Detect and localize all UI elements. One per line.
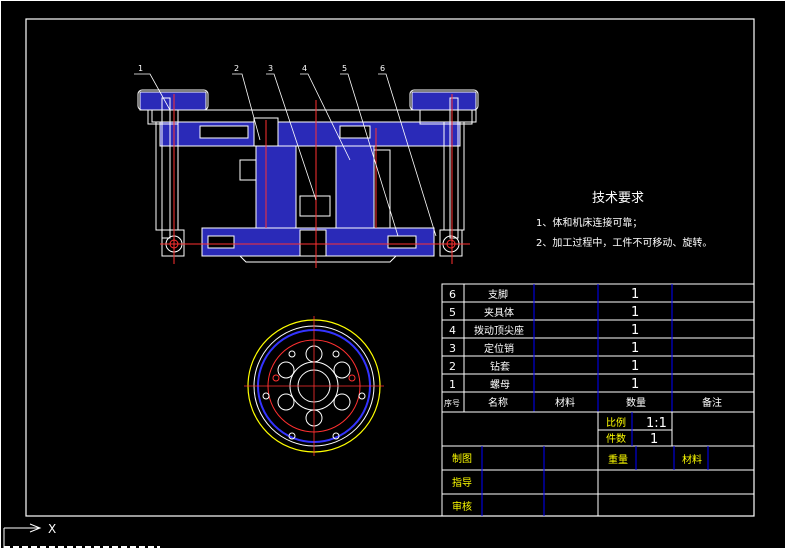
row-index: 1 bbox=[449, 378, 456, 391]
row-index: 5 bbox=[449, 306, 456, 319]
row-quantity: 1 bbox=[631, 359, 639, 374]
row-name: 支脚 bbox=[488, 288, 508, 301]
scale-value: 1:1 bbox=[646, 416, 667, 431]
ucs-icon bbox=[3, 523, 42, 549]
tech-requirements: 技术要求 1、体和机床连接可靠； 2、加工过程中，工件不可移动、旋转。 bbox=[536, 191, 712, 249]
tech-requirement-2: 2、加工过程中，工件不可移动、旋转。 bbox=[536, 236, 712, 249]
ucs-x-label: X bbox=[48, 522, 56, 536]
balloon-2: 2 bbox=[234, 64, 239, 73]
row-name: 拨动顶尖座 bbox=[474, 324, 524, 337]
drawn-label: 制图 bbox=[452, 452, 472, 465]
row-name: 夹具体 bbox=[484, 306, 514, 319]
tech-requirements-title: 技术要求 bbox=[592, 191, 644, 206]
balloon-5: 5 bbox=[342, 64, 347, 73]
count-value: 1 bbox=[650, 432, 658, 447]
row-quantity: 1 bbox=[631, 377, 639, 392]
scale-label: 比例 bbox=[606, 416, 626, 429]
balloon-4: 4 bbox=[302, 64, 307, 73]
tech-requirement-1: 1、体和机床连接可靠； bbox=[536, 216, 642, 229]
row-index: 2 bbox=[449, 360, 456, 373]
row-index: 4 bbox=[449, 324, 456, 337]
title-block: 比例 1:1 件数 1 重量 材料 制图 指导 审核 bbox=[441, 411, 755, 517]
drawing-frame bbox=[25, 18, 755, 517]
parts-row: 2 钻套 1 bbox=[449, 359, 639, 374]
count-label: 件数 bbox=[606, 432, 626, 445]
parts-list-table: 6 支脚 1 5 夹具体 1 4 拨动顶尖座 1 3 定位销 1 2 钻套 1 … bbox=[441, 283, 755, 413]
parts-row: 5 夹具体 1 bbox=[449, 305, 639, 320]
row-name: 定位销 bbox=[484, 342, 514, 355]
balloon-1: 1 bbox=[138, 64, 143, 73]
parts-list-header: 序号 名称 材料 数量 备注 bbox=[444, 396, 722, 409]
header-index: 序号 bbox=[444, 398, 460, 408]
row-name: 钻套 bbox=[490, 360, 510, 373]
section-view bbox=[137, 89, 479, 268]
balloon-3: 3 bbox=[268, 64, 273, 73]
row-index: 6 bbox=[449, 288, 456, 301]
leader-lines bbox=[134, 73, 437, 237]
balloon-labels: 1 2 3 4 5 6 bbox=[138, 64, 385, 73]
parts-row: 3 定位销 1 bbox=[449, 341, 639, 356]
row-quantity: 1 bbox=[631, 323, 639, 338]
guide-label: 指导 bbox=[452, 476, 472, 489]
parts-row: 6 支脚 1 bbox=[449, 287, 639, 302]
nut-tops bbox=[137, 89, 479, 125]
center-lines bbox=[160, 94, 470, 268]
material-label: 材料 bbox=[682, 453, 702, 466]
top-plate bbox=[139, 91, 477, 147]
row-quantity: 1 bbox=[631, 341, 639, 356]
header-quantity: 数量 bbox=[626, 396, 646, 409]
base-plate bbox=[201, 227, 435, 263]
header-name: 名称 bbox=[488, 396, 508, 409]
row-quantity: 1 bbox=[631, 305, 639, 320]
header-remarks: 备注 bbox=[702, 396, 722, 409]
plan-view bbox=[244, 316, 384, 456]
row-name: 螺母 bbox=[490, 379, 510, 391]
balloon-6: 6 bbox=[380, 64, 385, 73]
parts-row: 4 拨动顶尖座 1 bbox=[449, 323, 639, 338]
weight-label: 重量 bbox=[608, 453, 628, 466]
review-label: 审核 bbox=[452, 500, 472, 513]
row-index: 3 bbox=[449, 342, 456, 355]
row-quantity: 1 bbox=[631, 287, 639, 302]
parts-row: 1 螺母 1 bbox=[449, 377, 639, 392]
header-material: 材料 bbox=[555, 396, 575, 409]
